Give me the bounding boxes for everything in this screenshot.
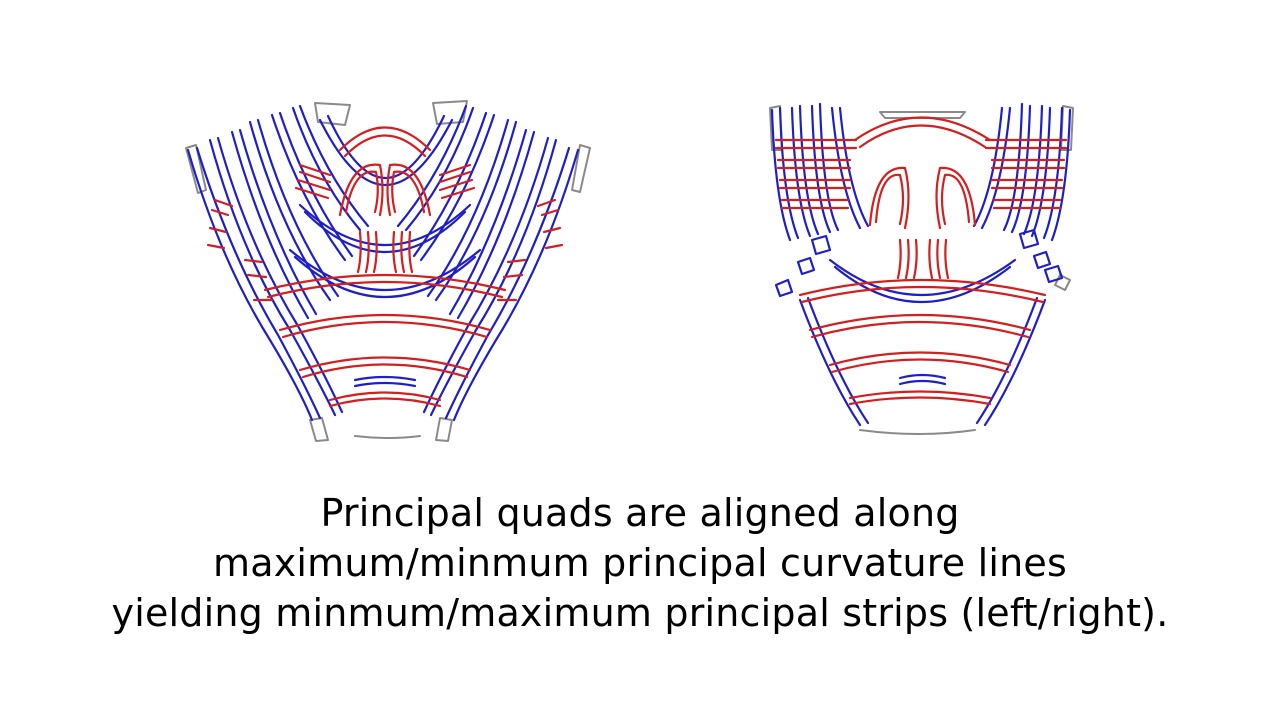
left-boundary-caps xyxy=(185,100,591,442)
caption-line-2: maximum/minmum principal curvature lines xyxy=(213,541,1067,585)
strip-figures xyxy=(185,100,1074,442)
caption-line-3: yielding minmum/maximum principal strips… xyxy=(111,591,1169,635)
caption: Principal quads are aligned along maximu… xyxy=(0,488,1280,638)
right-min-curvature-strips xyxy=(770,102,1072,427)
left-strip-layout xyxy=(185,100,591,442)
right-max-curvature-strips xyxy=(774,116,1068,406)
right-strip-layout xyxy=(769,102,1074,435)
left-max-curvature-strips xyxy=(206,126,564,408)
left-min-curvature-strips xyxy=(186,104,580,422)
caption-line-1: Principal quads are aligned along xyxy=(320,491,960,535)
